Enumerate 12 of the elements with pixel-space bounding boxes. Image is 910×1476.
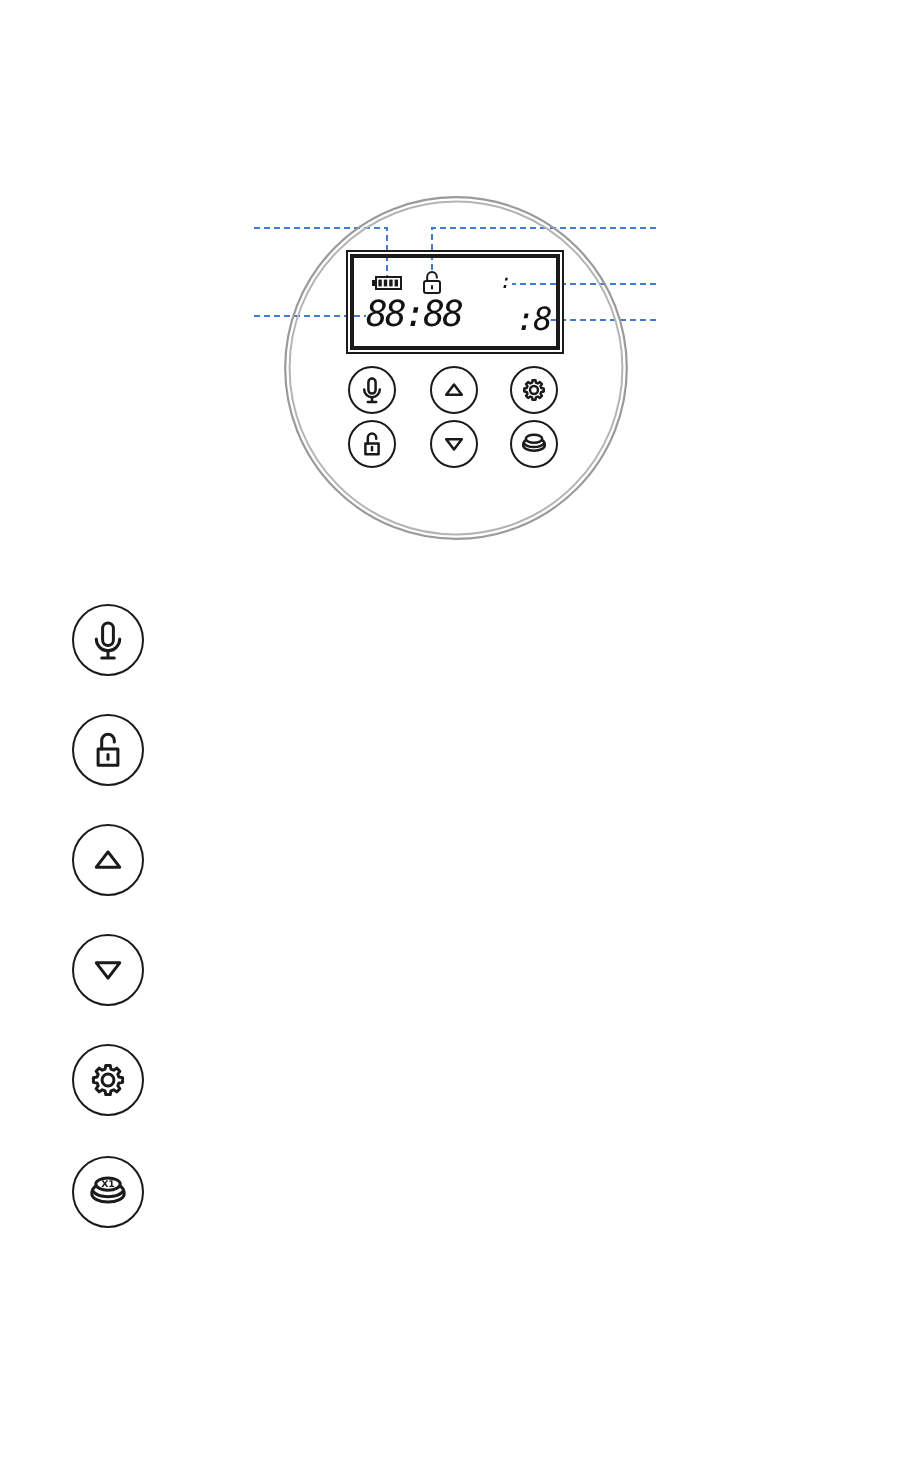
battery-icon	[372, 276, 402, 290]
leader-line	[511, 283, 657, 285]
lcd-digit: :8	[516, 304, 551, 336]
padlock-icon	[422, 270, 442, 294]
lcd-digits: 88:88	[366, 298, 462, 334]
lcd-screen	[346, 250, 564, 354]
lcd-colon: :	[500, 274, 513, 294]
leader-line	[431, 227, 657, 271]
control-panel	[284, 194, 628, 542]
leader-line	[253, 315, 367, 317]
leader-line	[549, 319, 657, 321]
leader-line	[253, 227, 388, 277]
